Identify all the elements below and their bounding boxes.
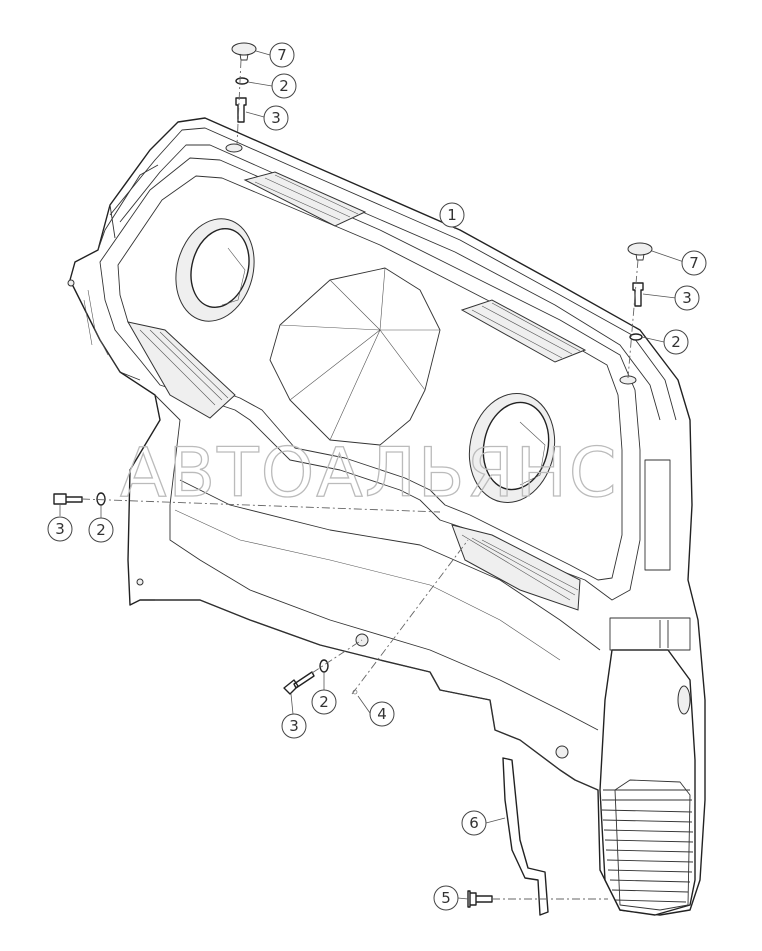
cap-7-top-right — [627, 242, 653, 256]
callout-4-rivet: 4 — [369, 701, 395, 727]
callout-label: 2 — [671, 333, 681, 351]
callout-label: 7 — [277, 46, 287, 64]
callout-3-top-right: 3 — [674, 285, 700, 311]
center-recess — [269, 267, 441, 446]
cap-7-top-right-stem — [635, 253, 645, 261]
mount-hole-left-tab — [67, 279, 75, 287]
washer-2-left — [96, 492, 106, 506]
callout-label: 3 — [55, 520, 65, 538]
callout-label: 2 — [279, 77, 289, 95]
leader-c4 — [357, 695, 371, 714]
top-right-vent — [460, 299, 587, 363]
leader-lines — [59, 50, 685, 900]
axis-top-right — [627, 259, 639, 379]
callout-label: 2 — [96, 521, 106, 539]
leader-c2a — [247, 81, 273, 87]
center-recess-facets — [279, 267, 440, 441]
bolt-3-top-left — [235, 97, 247, 123]
axis-rivet-4 — [351, 539, 469, 695]
leader-c6 — [485, 817, 506, 824]
callout-2-top-left: 2 — [271, 73, 297, 99]
lower-panel-edge — [154, 394, 599, 731]
callout-3-top-left: 3 — [263, 105, 289, 131]
callout-label: 3 — [289, 717, 299, 735]
duct-clamp — [609, 617, 691, 651]
callout-1-panel: 1 — [439, 202, 465, 228]
callout-label: 7 — [689, 254, 699, 272]
right-air-duct — [599, 649, 696, 916]
right-air-duct-mouth — [614, 779, 691, 911]
callout-label: 1 — [447, 206, 457, 224]
washer-2-lower — [319, 659, 329, 673]
leader-c2b — [641, 336, 665, 343]
panel-top-rim-inner — [119, 144, 661, 421]
top-left-vent — [243, 171, 367, 227]
right-gauge-bore — [482, 401, 550, 491]
leader-c7b — [651, 250, 685, 263]
callout-label: 2 — [319, 693, 329, 711]
callout-2-top-right: 2 — [663, 329, 689, 355]
bracket-body — [502, 757, 549, 916]
callout-2-left: 2 — [88, 517, 114, 543]
flange-bolt-5 — [467, 890, 493, 908]
mount-hole-lower-right — [555, 745, 569, 759]
leader-c7a — [255, 50, 271, 56]
left-side-wall — [97, 164, 159, 381]
bolt-3-left — [53, 493, 83, 505]
leader-c3d — [290, 693, 294, 715]
left-gauge-bore — [190, 227, 250, 309]
panel-top-rim — [109, 127, 677, 421]
axis-left — [81, 498, 441, 513]
bolt-3-lower — [283, 671, 315, 695]
axis-top-left — [236, 59, 242, 146]
washer-2-top-left — [235, 77, 249, 85]
leader-c3a — [245, 111, 265, 118]
top-right-vent-slats — [471, 302, 581, 359]
callout-label: 5 — [441, 889, 451, 907]
callout-7-top-right: 7 — [681, 250, 707, 276]
leader-c3b — [642, 293, 677, 299]
panel-outer-shell — [69, 117, 706, 916]
left-side-ribs — [83, 289, 109, 356]
callout-7-top-left: 7 — [269, 42, 295, 68]
lower-right-vent-slats — [461, 534, 579, 601]
callout-3-lower: 3 — [281, 713, 307, 739]
right-air-duct-rings — [601, 789, 694, 903]
watermark-text: АВТОАЛЬЯНС — [120, 434, 618, 513]
cap-7-top-left-stem — [239, 53, 249, 61]
rivet-4 — [352, 689, 358, 695]
left-gauge-detail — [221, 247, 246, 306]
support-bracket — [502, 757, 549, 916]
callout-2-lower: 2 — [311, 689, 337, 715]
axis-lower — [311, 639, 363, 674]
lower-panel-crease-2 — [174, 509, 561, 661]
mount-hole-top-left — [225, 143, 243, 153]
callout-label: 4 — [377, 705, 387, 723]
cap-7-top-left — [231, 42, 257, 56]
bolt-3-top-right — [632, 282, 644, 307]
duct-port — [677, 685, 691, 715]
leader-c5 — [457, 897, 469, 900]
callout-6-bracket: 6 — [461, 810, 487, 836]
callout-label: 3 — [682, 289, 692, 307]
mount-hole-bottom-left — [136, 578, 144, 586]
dashboard-panel — [67, 117, 706, 916]
lower-left-vent-slats — [139, 329, 229, 406]
lower-panel-crease — [179, 479, 601, 651]
right-bracket-slot — [644, 459, 671, 571]
top-left-vent-slats — [254, 174, 359, 221]
right-gauge-detail — [519, 421, 546, 486]
callout-5-bolt: 5 — [433, 885, 459, 911]
callout-3-left: 3 — [47, 516, 73, 542]
bottom-flange — [155, 599, 599, 791]
callout-label: 6 — [469, 814, 479, 832]
callout-label: 3 — [271, 109, 281, 127]
lower-left-vent — [127, 321, 236, 419]
